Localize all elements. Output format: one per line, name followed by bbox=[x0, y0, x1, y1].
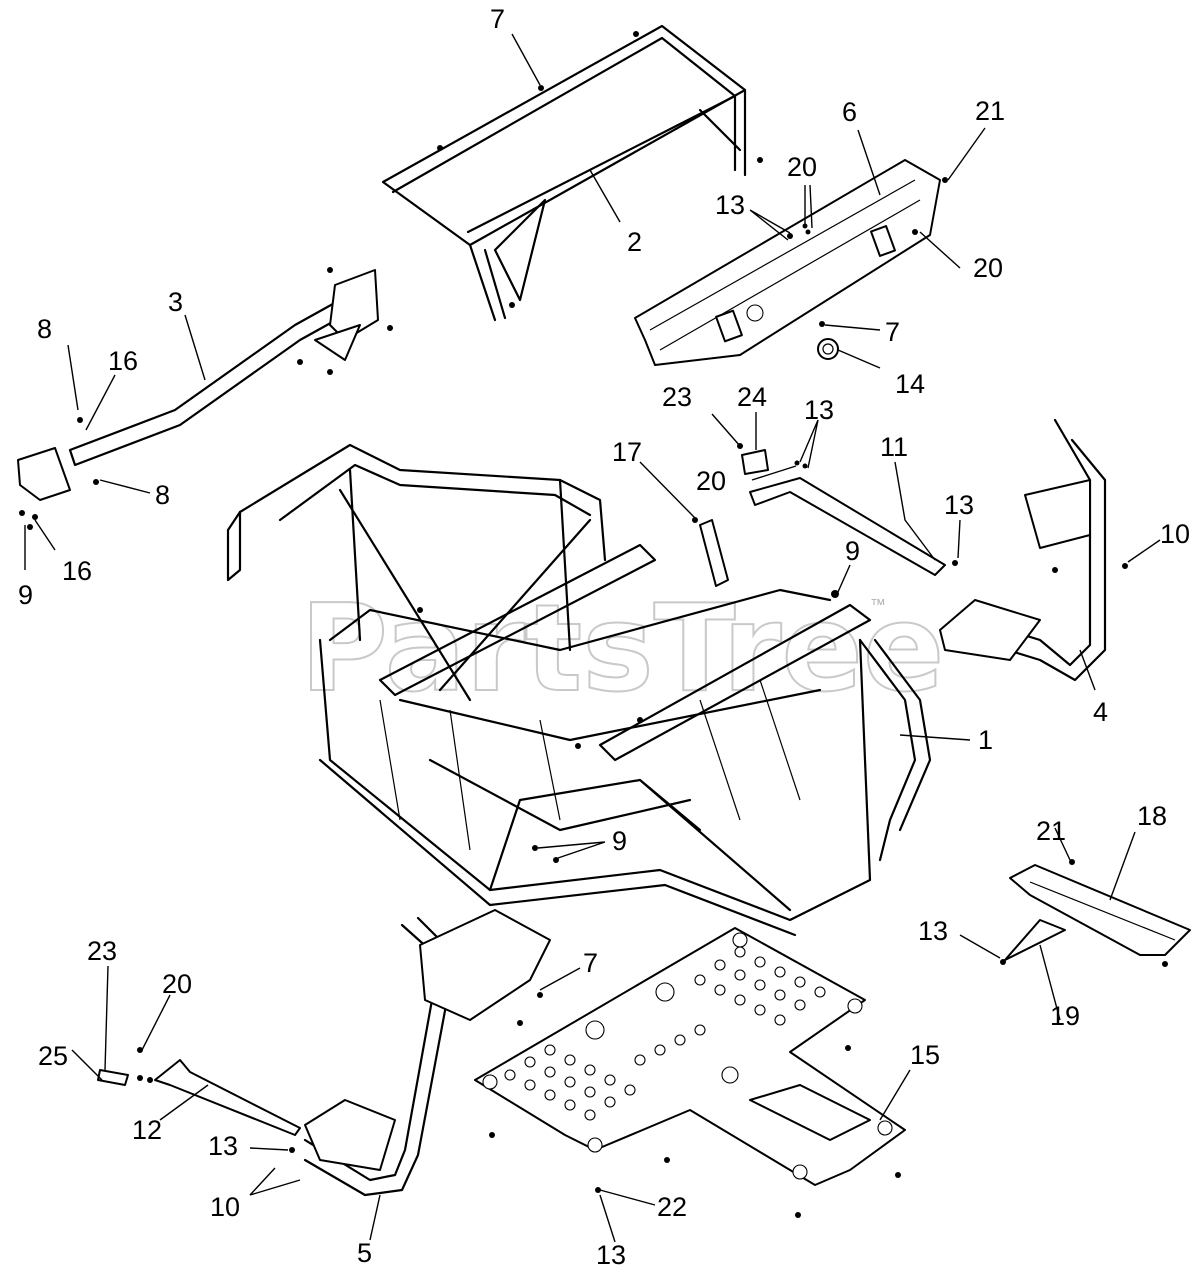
callout-6: 6 bbox=[842, 97, 857, 127]
callout-10: 10 bbox=[1160, 519, 1190, 549]
callout-2: 2 bbox=[627, 227, 642, 257]
leader-lines bbox=[24, 33, 1161, 1243]
callout-20: 20 bbox=[973, 253, 1003, 283]
watermark-tm: ™ bbox=[870, 597, 886, 614]
callout-9: 9 bbox=[845, 536, 860, 566]
callout-16: 16 bbox=[108, 346, 138, 376]
callout-10: 10 bbox=[210, 1192, 240, 1222]
callout-20: 20 bbox=[696, 466, 726, 496]
callout-11: 11 bbox=[880, 432, 908, 462]
callouts: 7 2 3 8 16 8 16 9 6 21 20 13 20 7 14 23 … bbox=[18, 4, 1190, 1270]
watermark-text: PartsTree bbox=[300, 580, 944, 719]
callout-13: 13 bbox=[804, 395, 834, 425]
part-4-right-rail bbox=[939, 418, 1128, 682]
callout-13: 13 bbox=[208, 1131, 238, 1161]
part-5-left-rail bbox=[289, 909, 551, 1197]
callout-13: 13 bbox=[596, 1240, 626, 1270]
callout-25: 25 bbox=[38, 1041, 68, 1071]
part-14-grommet bbox=[817, 338, 839, 360]
callout-7: 7 bbox=[490, 4, 505, 34]
callout-22: 22 bbox=[657, 1192, 687, 1222]
callout-16: 16 bbox=[62, 556, 92, 586]
callout-9: 9 bbox=[18, 580, 33, 610]
part-6-rear-bumper bbox=[634, 159, 948, 366]
callout-8: 8 bbox=[37, 314, 52, 344]
part-18-19-support bbox=[1000, 859, 1191, 967]
callout-20: 20 bbox=[162, 969, 192, 999]
callout-5: 5 bbox=[357, 1238, 372, 1268]
callout-18: 18 bbox=[1137, 801, 1167, 831]
callout-4: 4 bbox=[1093, 697, 1108, 727]
part-15-skid-plate bbox=[474, 927, 906, 1218]
callout-7: 7 bbox=[885, 317, 900, 347]
callout-21: 21 bbox=[975, 96, 1005, 126]
callout-20: 20 bbox=[787, 152, 817, 182]
callout-13: 13 bbox=[918, 916, 948, 946]
callout-12: 12 bbox=[132, 1115, 162, 1145]
part-3-side-rail bbox=[17, 267, 393, 530]
callout-24: 24 bbox=[737, 382, 767, 412]
watermark: PartsTree ™ bbox=[299, 579, 945, 720]
callout-7: 7 bbox=[583, 948, 598, 978]
callout-9: 9 bbox=[612, 826, 627, 856]
part-2-cargo-rack bbox=[381, 24, 763, 322]
callout-19: 19 bbox=[1050, 1001, 1080, 1031]
part-12-link-bar bbox=[97, 1047, 301, 1136]
callout-17: 17 bbox=[612, 437, 642, 467]
callout-23: 23 bbox=[662, 382, 692, 412]
part-17-mount bbox=[692, 517, 729, 587]
callout-3: 3 bbox=[168, 287, 183, 317]
callout-13: 13 bbox=[944, 490, 974, 520]
callout-13: 13 bbox=[715, 190, 745, 220]
callout-23: 23 bbox=[87, 936, 117, 966]
skid-plate-hole-grid bbox=[504, 946, 826, 1121]
callout-14: 14 bbox=[895, 369, 925, 399]
callout-21: 21 bbox=[1036, 816, 1066, 846]
callout-1: 1 bbox=[978, 725, 993, 755]
callout-8: 8 bbox=[155, 480, 170, 510]
callout-15: 15 bbox=[910, 1040, 940, 1070]
part-1-main-frame bbox=[226, 443, 932, 937]
